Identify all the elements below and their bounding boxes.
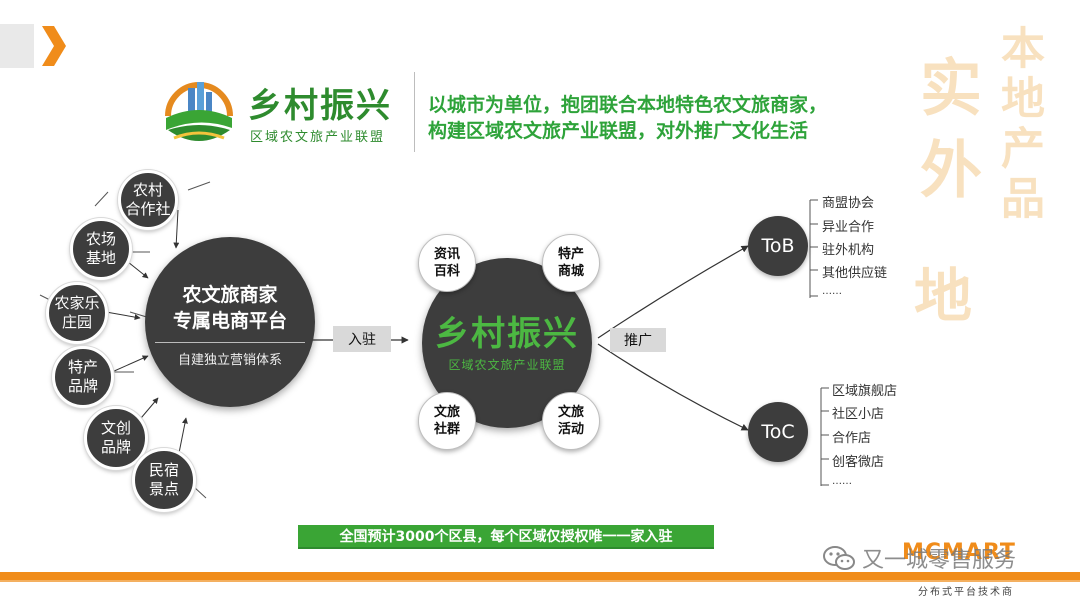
logo-title: 乡村振兴	[248, 86, 392, 126]
tob-item: 商盟协会	[822, 196, 875, 211]
satellite-farm-base: 农场 基地	[70, 218, 132, 280]
watermark-calligraphy-3: 地	[896, 265, 980, 323]
satellite-cooperative: 农村 合作社	[118, 170, 178, 230]
mini-tourism-community: 文旅 社群	[418, 392, 476, 450]
toc-item: 创客微店	[832, 455, 885, 470]
arrow-satellite-2	[127, 261, 149, 279]
mini-tourism-activity: 文旅 活动	[542, 392, 600, 450]
tob-circle: ToB	[748, 216, 808, 276]
brand-tagline: 分布式平台技术商	[918, 587, 1014, 598]
platform-circle: 农文旅商家 专属电商平台 自建独立营销体系	[145, 237, 315, 407]
slogan-line-1: 以城市为单位，抱团联合本地特色农文旅商家，	[428, 94, 828, 116]
arrow-satellite-1	[173, 209, 180, 249]
watermark-text-1: 实外	[909, 55, 982, 219]
corner-decoration	[0, 18, 70, 74]
satellite-label: 特产 品牌	[67, 358, 98, 395]
platform-title-1: 农文旅商家	[182, 284, 278, 306]
platform-divider	[155, 342, 305, 343]
satellite-creative-brand: 文创 品牌	[84, 406, 148, 470]
tob-item: 异业合作	[822, 220, 875, 235]
satellite-label: 民宿 景点	[148, 461, 179, 498]
toc-item: 社区小店	[832, 407, 885, 422]
toc-item: 区域旗舰店	[832, 384, 898, 399]
toc-circle: ToC	[748, 402, 808, 462]
wechat-icon	[823, 546, 855, 570]
satellite-homestay: 民宿 景点	[132, 448, 196, 512]
arrow-to-toc	[597, 343, 749, 431]
tob-item: 其他供应链	[822, 266, 888, 281]
wechat-account-name: 又一城零售服务	[862, 548, 1017, 573]
header-divider	[414, 72, 415, 152]
satellite-label: 农场 基地	[85, 230, 116, 267]
arrow-satellite-4	[111, 355, 149, 373]
mini-label: 文旅 社群	[433, 405, 460, 437]
satellite-label: 文创 品牌	[100, 419, 131, 456]
logo-subtitle: 区域农文旅产业联盟	[250, 130, 386, 145]
brand-logo: MCMART	[902, 540, 1022, 590]
platform-subtitle: 自建独立营销体系	[177, 353, 282, 368]
footer-bar-shadow	[0, 580, 1080, 582]
watermark-text-2: 本地产品	[993, 25, 1044, 225]
join-label: 入驻	[333, 326, 391, 352]
mini-specialty-mall: 特产 商城	[542, 234, 600, 292]
tob-item: ……	[822, 286, 842, 297]
mini-label: 特产 商城	[557, 247, 584, 279]
village-emblem-icon	[165, 82, 233, 141]
watermark-calligraphy-2: 实外	[900, 55, 990, 219]
mini-label: 文旅 活动	[557, 405, 584, 437]
alliance-title: 乡村振兴	[435, 313, 579, 354]
watermark-text-1b: 地	[904, 265, 972, 323]
toc-item: ……	[832, 476, 852, 487]
tob-item: 驻外机构	[822, 243, 875, 258]
watermark-calligraphy: 本地产品	[986, 25, 1050, 225]
toc-item: 合作店	[832, 431, 872, 446]
authorization-banner: 全国预计3000个区县，每个区域仅授权唯一一家入驻	[298, 525, 714, 549]
arrow-satellite-3	[105, 311, 141, 321]
toc-label: ToC	[761, 421, 795, 443]
platform-title-2: 专属电商平台	[172, 310, 287, 332]
satellite-farmhouse: 农家乐 庄园	[46, 282, 108, 344]
chevron-right-icon	[0, 24, 66, 68]
alliance-subtitle: 区域农文旅产业联盟	[448, 357, 566, 372]
slogan: 以城市为单位，抱团联合本地特色农文旅商家， 构建区域农文旅产业联盟，对外推广文化…	[428, 92, 827, 144]
slogan-line-2: 构建区域农文旅产业联盟，对外推广文化生活	[428, 120, 809, 142]
satellite-label: 农村 合作社	[125, 181, 171, 218]
wechat-watermark: 又一城零售服务	[822, 542, 1016, 574]
mini-label: 资讯 百科	[433, 247, 460, 279]
alliance-logo: 乡村振兴 区域农文旅产业联盟	[160, 72, 410, 154]
satellite-label: 农家乐 庄园	[54, 294, 100, 331]
tob-label: ToB	[761, 235, 795, 257]
mini-info-encyclopedia: 资讯 百科	[418, 234, 476, 292]
banner-text: 全国预计3000个区县，每个区域仅授权唯一一家入驻	[339, 529, 673, 545]
arrow-to-tob	[597, 245, 749, 339]
promote-label: 推广	[610, 328, 666, 352]
footer-bar	[0, 572, 1080, 580]
satellite-specialty-brand: 特产 品牌	[52, 346, 114, 408]
brand-logo-text: MCMART	[902, 540, 1016, 565]
